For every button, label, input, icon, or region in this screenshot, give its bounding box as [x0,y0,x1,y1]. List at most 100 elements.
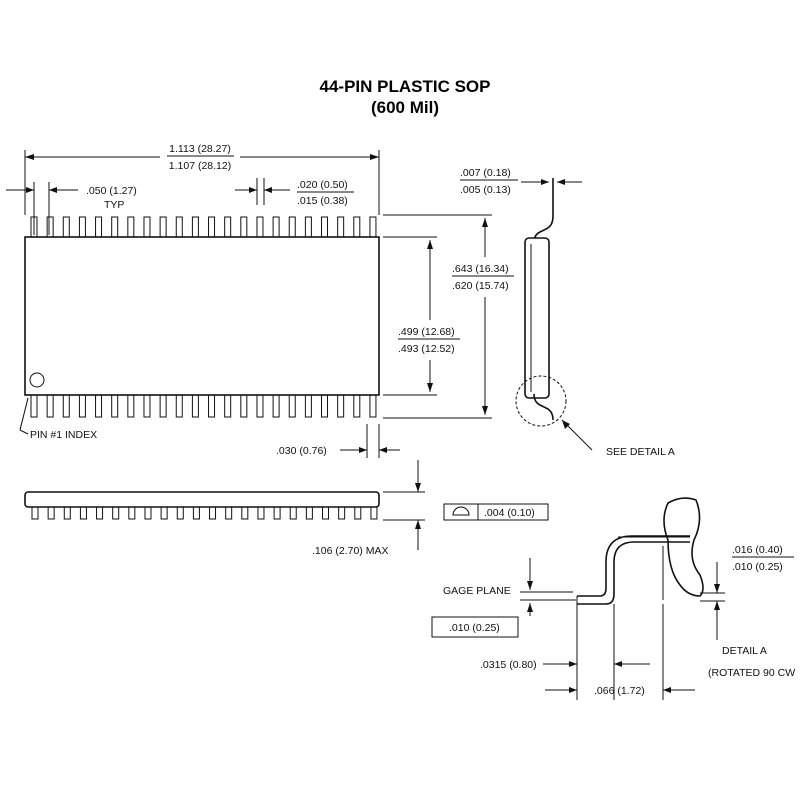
title-line2: (600 Mil) [371,98,439,117]
dim-arrows [26,187,57,193]
length-min-label: 1.107 (28.12) [169,160,231,172]
pin-lead [143,394,151,418]
lead-width-max-label: .020 (0.50) [297,179,348,191]
pin-lead [144,506,152,520]
pin-lead [159,394,167,418]
pin-lead [95,394,103,418]
pin-lead [305,506,313,520]
pin-lead [175,216,183,238]
pin-lead [111,216,119,238]
dim-arrows [569,687,577,693]
leader-line [19,397,29,431]
pin-lead [128,506,136,520]
end-gap-label: .030 (0.76) [276,445,327,457]
pin-lead [369,394,377,418]
pin-lead [353,394,361,418]
pin-lead [241,506,249,520]
pin-lead [95,216,103,238]
body-width-max-label: .499 (12.68) [398,326,455,338]
pin-lead [289,506,297,520]
pin-lead [272,394,280,418]
end-view: SEE DETAIL A .007 (0.18) .005 (0.13) [460,167,675,458]
package-body-top [24,236,380,396]
dim-arrows [714,584,720,593]
pitch-label: .050 (1.27) [86,185,137,197]
pin-lead [273,506,281,520]
side-view: .106 (2.70) MAX .004 (0.10) [24,460,549,557]
pin-lead [175,394,183,418]
lead-thick-max-label: .007 (0.18) [460,167,511,179]
pin-lead [256,394,264,418]
pin1-index-dot [29,372,45,388]
dim-arrows [614,661,622,667]
dim-mask [160,142,240,176]
pin-lead [47,506,55,520]
pin-lead [62,394,70,418]
body-width-min-label: .493 (12.52) [398,343,455,355]
lead-lower [533,393,554,421]
pin-lead [176,506,184,520]
package-body-cutaway [663,497,704,597]
pin-lead [257,506,265,520]
bottom-pin-row [30,394,377,418]
pin-lead [112,506,120,520]
leader-arrow [562,420,570,429]
dim-arrows [541,179,565,185]
pin-lead [143,216,151,238]
pin-lead [304,216,312,238]
pin-lead [288,216,296,238]
pin-lead [208,216,216,238]
dim-arrows [415,483,421,529]
pin-lead [369,216,377,238]
pin-lead [354,506,362,520]
pin-lead [160,506,168,520]
lead-profile-inner [577,535,690,597]
pin-lead [78,394,86,418]
pin-lead [353,216,361,238]
pin-lead [96,506,104,520]
foot-thick-min-label: .010 (0.25) [732,561,783,573]
detail-title: DETAIL A [722,645,767,657]
pin-lead [304,394,312,418]
pin-lead [78,216,86,238]
gage-tol-label: .010 (0.25) [449,622,500,634]
lead-width-min-label: .015 (0.38) [297,195,348,207]
pin-lead [127,394,135,418]
pin-lead [321,216,329,238]
dim-arrows [714,601,720,610]
dim-arrows [527,581,533,590]
pin-lead [322,506,330,520]
dim-arrows [359,447,387,453]
side-pin-row [31,506,378,520]
overall-width-min-label: .620 (15.74) [452,280,509,292]
pitch-typ-label: TYP [104,199,124,211]
pin-lead [209,506,217,520]
pin-lead [46,216,54,238]
coplanarity-box-symbol [443,503,479,521]
dim-arrows [569,661,577,667]
standoff-label: .0315 (0.80) [480,659,537,671]
title-line1: 44-PIN PLASTIC SOP [320,77,491,96]
detail-a: GAGE PLANE .010 (0.25) .016 (0.40) .010 … [431,497,795,700]
top-view: 1.113 (28.27) 1.107 (28.12) .050 (1.27) … [6,142,514,458]
height-label: .106 (2.70) MAX [312,545,388,557]
leader-line [19,429,29,435]
pin1-label: PIN #1 INDEX [30,429,97,441]
pin-lead [337,394,345,418]
lead-upper [533,178,554,243]
pin-lead [111,394,119,418]
pin-lead [224,216,232,238]
pin-lead [288,394,296,418]
pin-lead [191,216,199,238]
lead-thick-min-label: .005 (0.13) [460,184,511,196]
pin-lead [63,506,71,520]
coplanarity-label: .004 (0.10) [484,507,535,519]
pin-lead [272,216,280,238]
pin-lead [31,506,39,520]
see-detail-label: SEE DETAIL A [606,446,675,458]
gage-tol-box [431,616,519,638]
pin-lead [30,394,38,418]
foot-thick-max-label: .016 (0.40) [732,544,783,556]
detail-note: (ROTATED 90 CW [708,667,795,679]
